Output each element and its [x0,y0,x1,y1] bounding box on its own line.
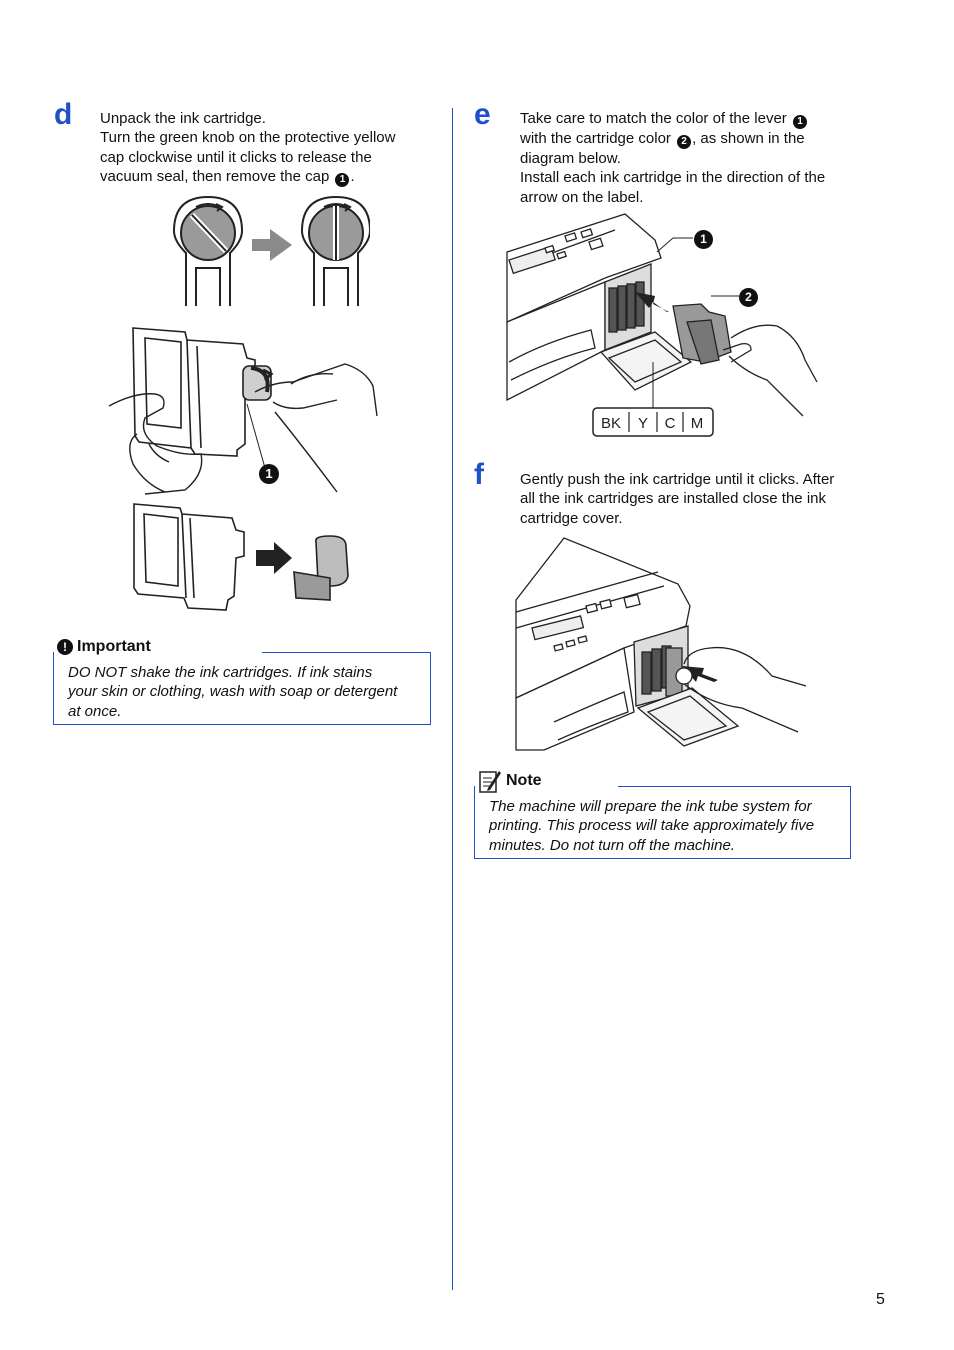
exclamation-icon: ! [57,639,73,655]
step-e-line-1: Take care to match the color of the leve… [520,109,860,129]
step-d-tail: . [350,167,355,185]
note-heading: Note [478,768,542,794]
important-heading: ! Important [57,638,151,656]
label-m: M [691,415,704,432]
page-number: 5 [876,1291,885,1308]
step-f-line-3: cartridge cover. [520,509,623,527]
arrow-right-icon [252,229,292,261]
important-title: Important [77,638,151,655]
note-box [474,786,851,859]
lever-callout-1: 1 [694,230,713,249]
step-d-letter: d [54,98,73,131]
important-line-2: your skin or clothing, wash with soap or… [68,683,398,701]
step-e-line-2: with the cartridge color 2, as shown in … [520,129,860,149]
note-top-line [618,786,850,787]
step-e-line-5: arrow on the label. [520,188,644,206]
note-line-2: printing. This process will take approxi… [489,817,815,835]
cartridge-callout-inline: 2 [677,135,692,149]
cap-removed-figure [133,503,349,611]
note-title: Note [506,772,542,789]
step-e-line-1-text: Take care to match the color of the leve… [520,110,787,127]
step-f-letter: f [474,458,484,491]
hand-left-drawing [108,393,203,495]
note-line-1: The machine will prepare the ink tube sy… [489,798,812,815]
step-f-line-2: all the ink cartridges are installed clo… [520,490,826,508]
hand-drawing [722,324,818,417]
step-d-line-4: vacuum seal, then remove the cap 1. [100,167,440,187]
push-cartridge-figure [515,537,807,751]
removed-cap-drawing [293,535,349,601]
step-e-line-3: diagram below. [520,150,621,167]
column-divider [452,108,453,1290]
step-d-line-4-text: vacuum seal, then remove the cap [100,167,330,185]
cap-knob-figure [172,195,370,306]
cartridge-callout-2: 2 [739,288,758,307]
step-e-line-4: Install each ink cartridge in the direct… [520,169,826,187]
step-e-line-2-text: with the cartridge color [520,130,671,147]
label-c: C [665,415,676,432]
step-d-text: Unpack the ink cartridge. Turn the green… [100,109,440,187]
ink-cartridge-drawing [132,327,274,457]
step-f-line-1: Gently push the ink cartridge until it c… [520,471,835,488]
step-e-letter: e [474,98,491,131]
hand-right-drawing [254,363,378,493]
note-pencil-icon [479,771,501,793]
lever-callout-inline: 1 [792,115,807,129]
cap-callout-1: 1 [259,464,279,484]
hand-drawing-2 [675,646,807,733]
printer-drawing-2 [515,537,740,751]
step-d-line-1: Unpack the ink cartridge. [100,110,266,127]
step-d-line-3: cap clockwise until it clicks to release… [100,148,372,166]
cap-knob-before [172,195,244,306]
printer-drawing [506,213,693,402]
step-e-line-2-tail: , as shown in the [692,130,805,147]
step-d-line-2: Turn the green knob on the protective ye… [100,129,396,147]
note-text: The machine will prepare the ink tube sy… [489,797,844,855]
push-arrow-icon [682,666,718,682]
label-y: Y [638,415,648,432]
important-line-1: DO NOT shake the ink cartridges. If ink … [68,664,373,681]
step-f-text: Gently push the ink cartridge until it c… [520,470,860,528]
note-line-3: minutes. Do not turn off the machine. [489,836,735,854]
cap-knob-after [300,195,370,306]
install-cartridge-figure: BK Y C M [506,213,818,437]
important-top-line [262,652,430,653]
step-e-text: Take care to match the color of the leve… [520,109,860,207]
important-line-3: at once. [68,702,122,720]
twist-cap-figure [108,327,378,495]
insert-arrow-icon [635,292,669,312]
callout-1: 1 [335,172,350,187]
important-text: DO NOT shake the ink cartridges. If ink … [68,663,423,721]
arrow-right-icon-2 [256,542,292,574]
cartridge-in-hand-drawing [672,303,732,365]
label-bk: BK [601,415,621,432]
important-box [53,652,431,725]
ink-cartridge-drawing-2 [133,503,245,611]
